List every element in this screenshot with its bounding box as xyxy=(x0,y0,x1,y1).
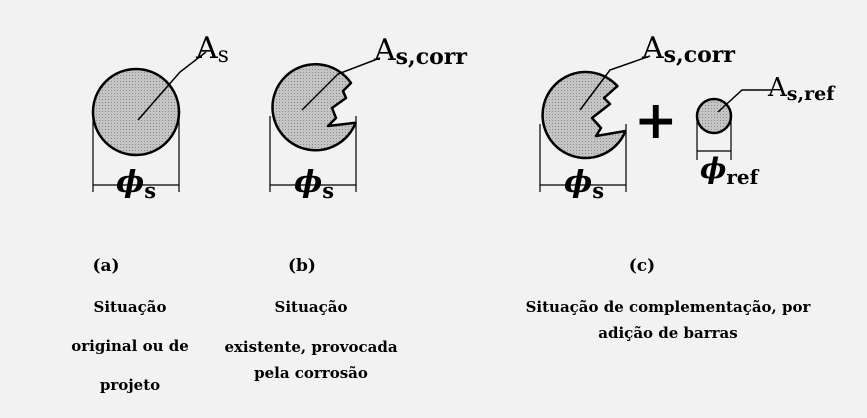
caption-b-line-2: existente, provocada xyxy=(224,338,398,356)
ref-area-label: As,ref xyxy=(767,73,836,105)
panel-a: As ϕs xyxy=(91,31,229,203)
area-leader-c xyxy=(579,55,651,111)
caption-b-line-1: Situação xyxy=(274,298,348,316)
caption-c-line-1: Situação de complementação, por xyxy=(525,298,811,316)
corroded-bar-section-b xyxy=(271,63,357,152)
area-leader-b xyxy=(301,57,381,111)
ref-area-leader xyxy=(717,89,772,113)
bar-section-a xyxy=(91,67,181,157)
caption-b-line-3: pela corrosão xyxy=(254,364,368,382)
plus-sign: + xyxy=(634,90,678,151)
corroded-bar-section-c xyxy=(541,70,627,160)
panel-c-label: (c) xyxy=(628,256,656,276)
panel-a-label: (a) xyxy=(92,256,120,276)
panel-b-caption: Situação existente, provocada pela corro… xyxy=(206,297,416,383)
caption-a-line-3: projeto xyxy=(99,376,161,394)
area-label-a: As xyxy=(195,31,229,68)
area-label-b: As,corr xyxy=(373,33,467,70)
diameter-label-a: ϕs xyxy=(116,165,156,203)
area-label-c: As,corr xyxy=(641,31,735,68)
panel-a-caption: Situação original ou de projeto xyxy=(40,297,220,395)
diameter-label-b: ϕs xyxy=(294,165,334,203)
diameter-label-c: ϕs xyxy=(564,165,604,203)
panel-b: As,corr ϕs xyxy=(269,33,467,203)
panel-c: As,corr ϕs + As,ref ϕref xyxy=(539,31,836,203)
caption-c-line-2: adição de barras xyxy=(598,324,738,342)
caption-a-line-1: Situação xyxy=(93,298,167,316)
ref-diameter-label: ϕref xyxy=(700,152,760,189)
area-leader-a xyxy=(137,51,207,121)
caption-a-line-2: original ou de xyxy=(71,337,189,355)
panel-b-label: (b) xyxy=(288,256,316,276)
panel-c-caption: Situação de complementação, por adição d… xyxy=(473,297,863,343)
